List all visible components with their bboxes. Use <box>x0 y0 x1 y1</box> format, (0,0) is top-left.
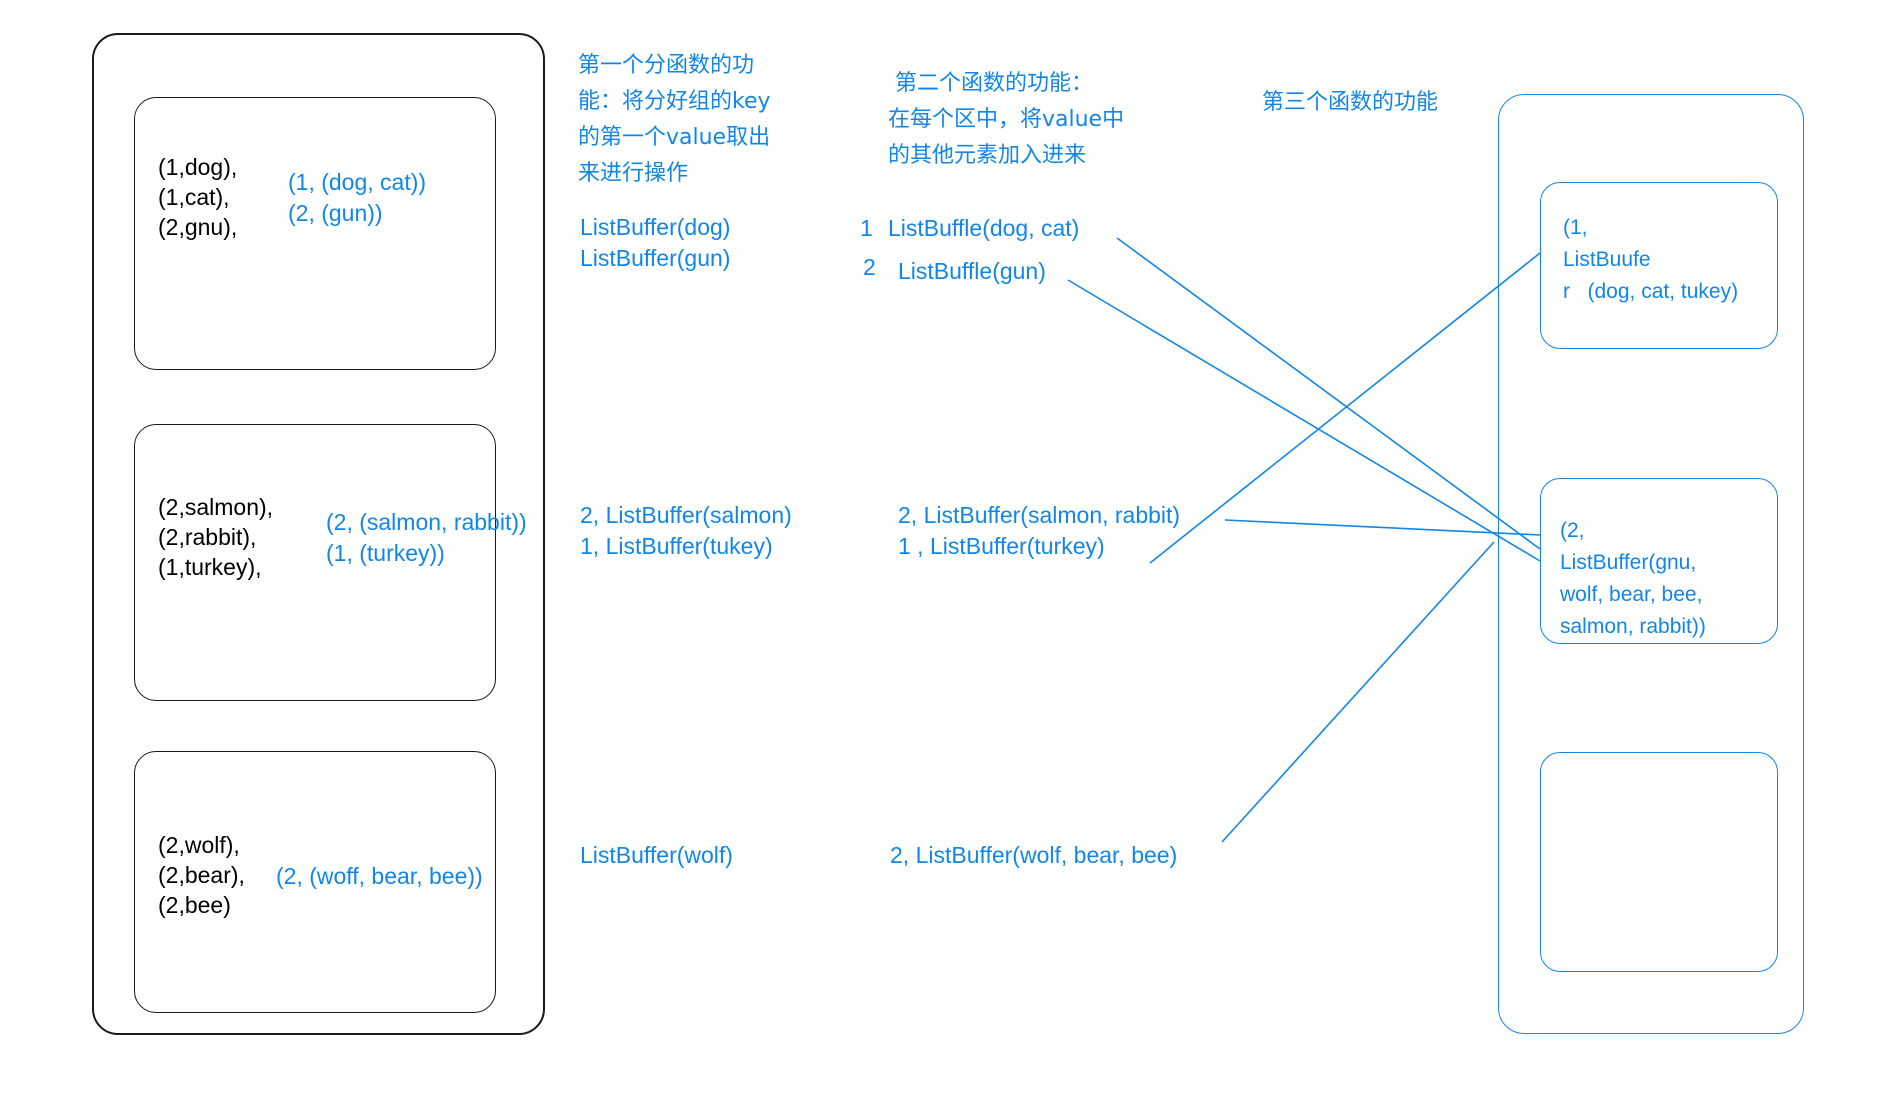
final-output-box-3-empty <box>1540 752 1778 972</box>
stage2-key-2: 2 <box>863 254 876 280</box>
partition-box-1 <box>134 97 496 370</box>
stage2-output-group-3: 2, ListBuffer(wolf, bear, bee) <box>890 842 1178 868</box>
connector-turkey-to-box1 <box>1149 252 1541 564</box>
partition-1-pairs: (1,dog), (1,cat), (2,gnu), <box>158 154 238 240</box>
stage1-output-group-1: ListBuffer(dog) ListBuffer(gun) <box>580 214 731 271</box>
stage2-output-group-2: 2, ListBuffer(salmon, rabbit) 1 , ListBu… <box>898 502 1181 559</box>
partition-1-grouped-tuples: (1, (dog, cat)) (2, (gun)) <box>288 169 427 226</box>
input-partitions-container <box>92 33 545 1035</box>
stage2-value-1: ListBuffle(dog, cat) <box>888 215 1080 241</box>
stage2-key-1: 1 <box>860 215 873 241</box>
annotation-third-function: 第三个函数的功能 <box>1262 90 1439 115</box>
final-output-box-2-text: (2, ListBuffer(gnu, wolf, bear, bee, sal… <box>1560 519 1706 638</box>
partition-box-3 <box>134 751 496 1013</box>
stage2-value-2: ListBuffle(gun) <box>898 258 1046 284</box>
connector-gun-to-box2 <box>1067 279 1541 562</box>
annotation-first-function: 第一个分函数的功 能：将分好组的key 的第一个value取出 来进行操作 <box>578 53 771 186</box>
final-output-container <box>1498 94 1804 1034</box>
partition-3-pairs: (2,wolf), (2,bear), (2,bee) <box>158 832 245 918</box>
partition-3-grouped-tuples: (2, (woff, bear, bee)) <box>276 863 483 889</box>
connector-dogcat-to-box2 <box>1116 237 1541 550</box>
final-output-box-1-text: (1, ListBuufe r (dog, cat, tukey) <box>1563 216 1739 303</box>
final-output-box-2 <box>1540 478 1778 644</box>
stage1-output-group-3: ListBuffer(wolf) <box>580 842 733 868</box>
final-output-box-1 <box>1540 182 1778 349</box>
partition-2-grouped-tuples: (2, (salmon, rabbit)) (1, (turkey)) <box>326 509 527 566</box>
connector-wolfbearbee-to-box2 <box>1221 541 1495 843</box>
partition-box-2 <box>134 424 496 701</box>
stage1-output-group-2: 2, ListBuffer(salmon) 1, ListBuffer(tuke… <box>580 502 792 559</box>
connector-salmonrabbit-to-box2 <box>1224 519 1541 536</box>
partition-2-pairs: (2,salmon), (2,rabbit), (1,turkey), <box>158 494 274 580</box>
annotation-second-function: 第二个函数的功能： 在每个区中，将value中 的其他元素加入进来 <box>888 71 1125 168</box>
